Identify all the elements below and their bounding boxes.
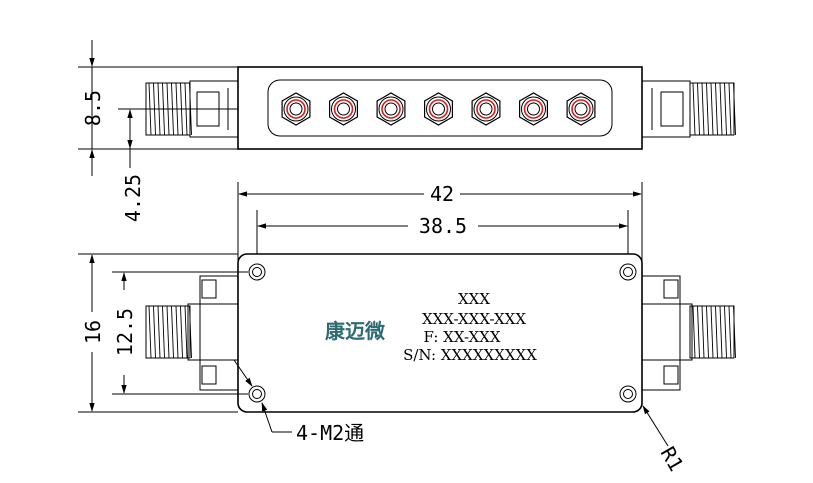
dim-height-holes: 12.5 bbox=[113, 308, 137, 356]
label-line-3: F: XX-XXX bbox=[423, 328, 500, 346]
dim-width-holes: 38.5 bbox=[419, 214, 467, 238]
dim-top-offset: 4.25 bbox=[121, 174, 145, 222]
tuning-screw bbox=[566, 92, 596, 126]
bottom-view: 42 38.5 康迈微 XX bbox=[78, 182, 736, 475]
bottom-left-connector bbox=[145, 275, 239, 391]
tuning-screws bbox=[281, 92, 596, 126]
brand-logo: 康迈微 bbox=[325, 319, 385, 343]
top-channel bbox=[267, 79, 613, 137]
holes-note: 4-M2通 bbox=[296, 421, 364, 445]
tuning-screw bbox=[329, 92, 358, 126]
label-line-1: XXX bbox=[458, 290, 490, 308]
radius-note: R1 bbox=[656, 443, 689, 476]
tuning-screw bbox=[518, 92, 549, 126]
tuning-screw bbox=[471, 92, 501, 126]
dim-height-overall: 16 bbox=[81, 320, 105, 344]
top-view: 8.5 4.25 bbox=[78, 40, 736, 222]
dim-width-overall: 42 bbox=[430, 182, 454, 206]
mounting-hole bbox=[248, 263, 266, 281]
bottom-body bbox=[237, 253, 643, 413]
label-line-4: S/N: XXXXXXXXX bbox=[403, 346, 537, 364]
label-line-2: XXX-XXX-XXX bbox=[422, 310, 526, 328]
tuning-screw bbox=[281, 92, 311, 126]
bottom-right-connector bbox=[641, 275, 736, 391]
dim-top-height: 8.5 bbox=[81, 90, 105, 126]
mounting-hole bbox=[619, 385, 637, 403]
mounting-hole bbox=[619, 263, 637, 281]
tuning-screw bbox=[376, 92, 406, 126]
mounting-hole bbox=[248, 385, 266, 403]
top-right-connector bbox=[641, 80, 736, 138]
tuning-screw bbox=[424, 92, 453, 126]
